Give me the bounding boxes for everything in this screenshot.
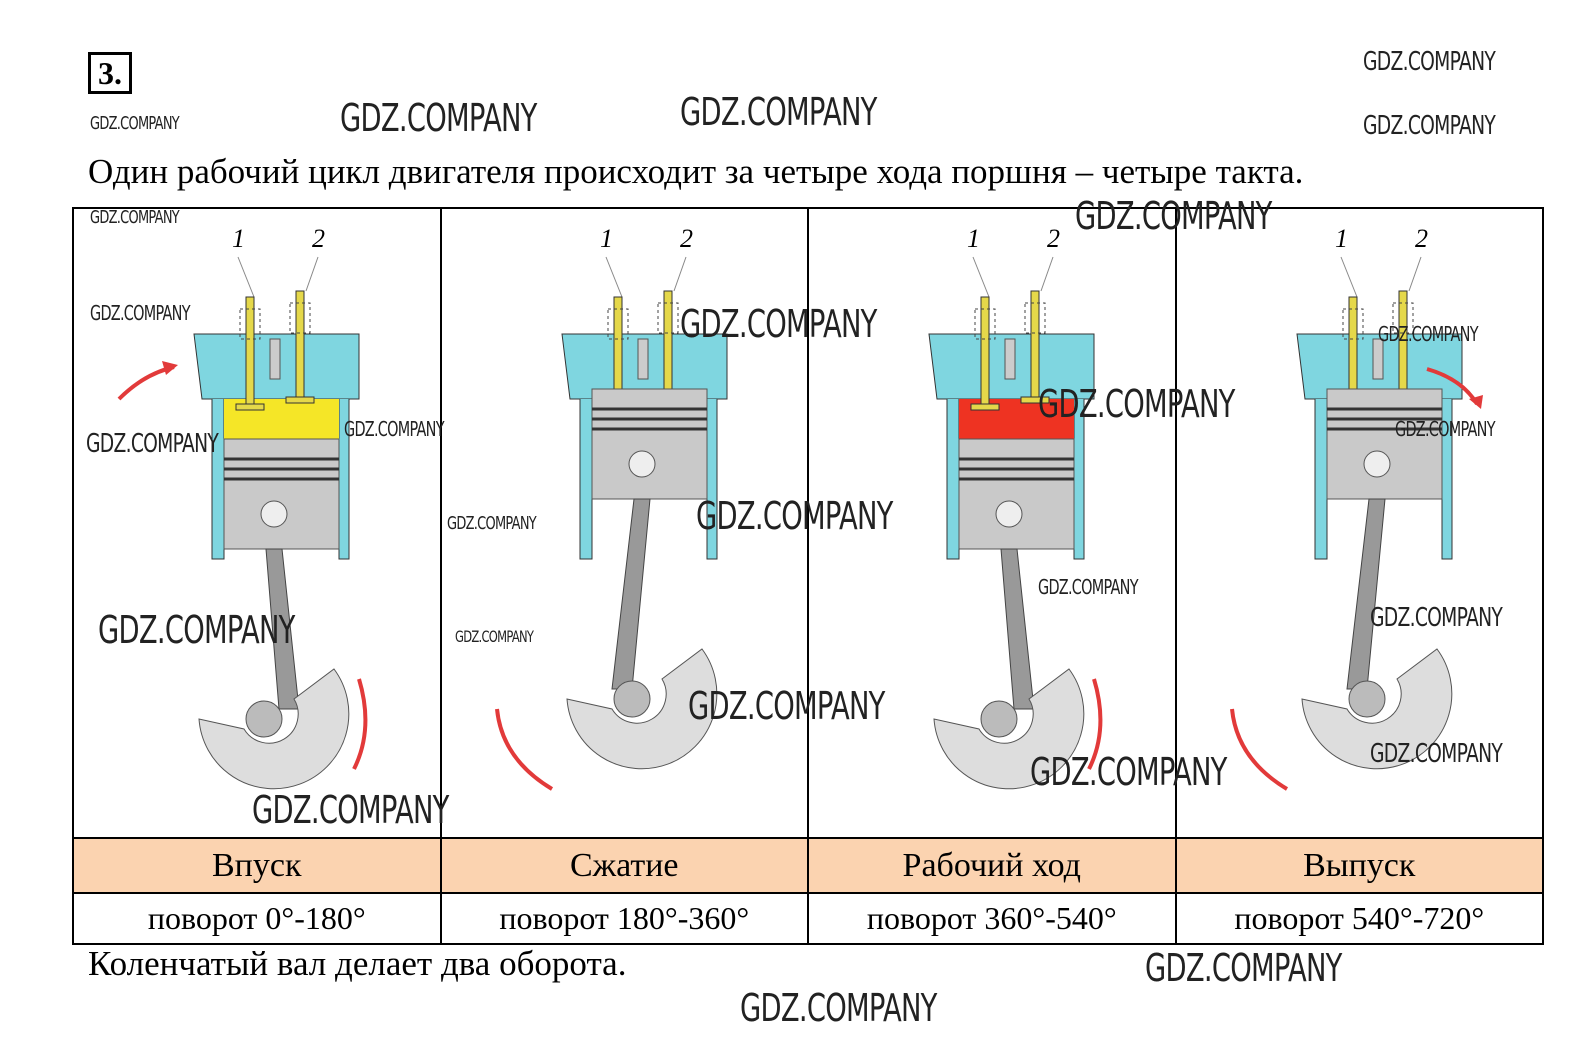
piston <box>958 438 1075 550</box>
crankshaft <box>1300 648 1452 770</box>
stroke-name: Сжатие <box>439 837 809 894</box>
rotation-arrow-icon <box>494 708 553 791</box>
diagram-intake: 1 2 <box>72 207 442 839</box>
valve-label-1: 1 <box>1335 224 1348 253</box>
spark-plug <box>637 338 648 380</box>
watermark: GDZ.COMPANY <box>1145 946 1342 990</box>
stroke-name: Выпуск <box>1174 837 1544 894</box>
watermark: GDZ.COMPANY <box>1363 47 1496 77</box>
task-number: 3. <box>88 52 132 94</box>
rotation-arrow-icon <box>1087 678 1103 770</box>
stroke-names-row: Впуск Сжатие Рабочий ход Выпуск <box>72 837 1544 894</box>
stroke-name: Впуск <box>72 837 442 894</box>
crankshaft <box>565 648 717 770</box>
diagram-power: 1 2 <box>807 207 1177 839</box>
intro-text: Один рабочий цикл двигателя происходит з… <box>88 152 1304 191</box>
piston <box>591 388 707 500</box>
spark-plug <box>1372 338 1383 380</box>
connecting-rod <box>1000 548 1035 710</box>
rotation-value: поворот 360°-540° <box>807 892 1177 945</box>
engine-diagram-intake: 1 2 <box>117 224 368 790</box>
rotation-row: поворот 0°-180° поворот 180°-360° поворо… <box>72 892 1544 945</box>
rotation-value: поворот 0°-180° <box>72 892 442 945</box>
crankshaft <box>933 668 1085 790</box>
spark-plug <box>1004 338 1016 380</box>
watermark: GDZ.COMPANY <box>740 986 937 1030</box>
spark-plug <box>269 338 281 380</box>
engine-diagram-power: 1 2 <box>928 224 1103 790</box>
stroke-name: Рабочий ход <box>807 837 1177 894</box>
connecting-rod <box>265 548 300 710</box>
engine-cycle-table: 1 2 1 2 <box>72 207 1544 945</box>
crankshaft <box>198 668 350 790</box>
watermark: GDZ.COMPANY <box>90 113 180 134</box>
diagram-compression: 1 2 <box>439 207 809 839</box>
watermark: GDZ.COMPANY <box>680 90 877 134</box>
watermark: GDZ.COMPANY <box>1363 111 1496 141</box>
diagram-exhaust: 1 2 <box>1174 207 1544 839</box>
valve-label-2: 2 <box>1415 224 1428 253</box>
engine-diagram-exhaust: 1 2 <box>1229 224 1483 791</box>
outro-text: Коленчатый вал делает два оборота. <box>88 944 627 983</box>
valve-label-2: 2 <box>1047 224 1060 253</box>
rotation-arrow-icon <box>352 678 368 770</box>
piston <box>1326 388 1442 500</box>
valve-label-2: 2 <box>312 224 325 253</box>
rotation-value: поворот 180°-360° <box>439 892 809 945</box>
watermark: GDZ.COMPANY <box>340 96 537 140</box>
valve-label-1: 1 <box>967 224 980 253</box>
engine-diagram-compression: 1 2 <box>494 224 727 791</box>
valve-label-2: 2 <box>680 224 693 253</box>
piston <box>223 438 340 550</box>
diagram-row: 1 2 1 2 <box>72 207 1544 839</box>
rotation-value: поворот 540°-720° <box>1174 892 1544 945</box>
connecting-rod <box>610 498 651 690</box>
connecting-rod <box>1345 498 1386 690</box>
valve-label-1: 1 <box>600 224 613 253</box>
valve-label-1: 1 <box>232 224 245 253</box>
rotation-arrow-icon <box>1229 708 1288 791</box>
